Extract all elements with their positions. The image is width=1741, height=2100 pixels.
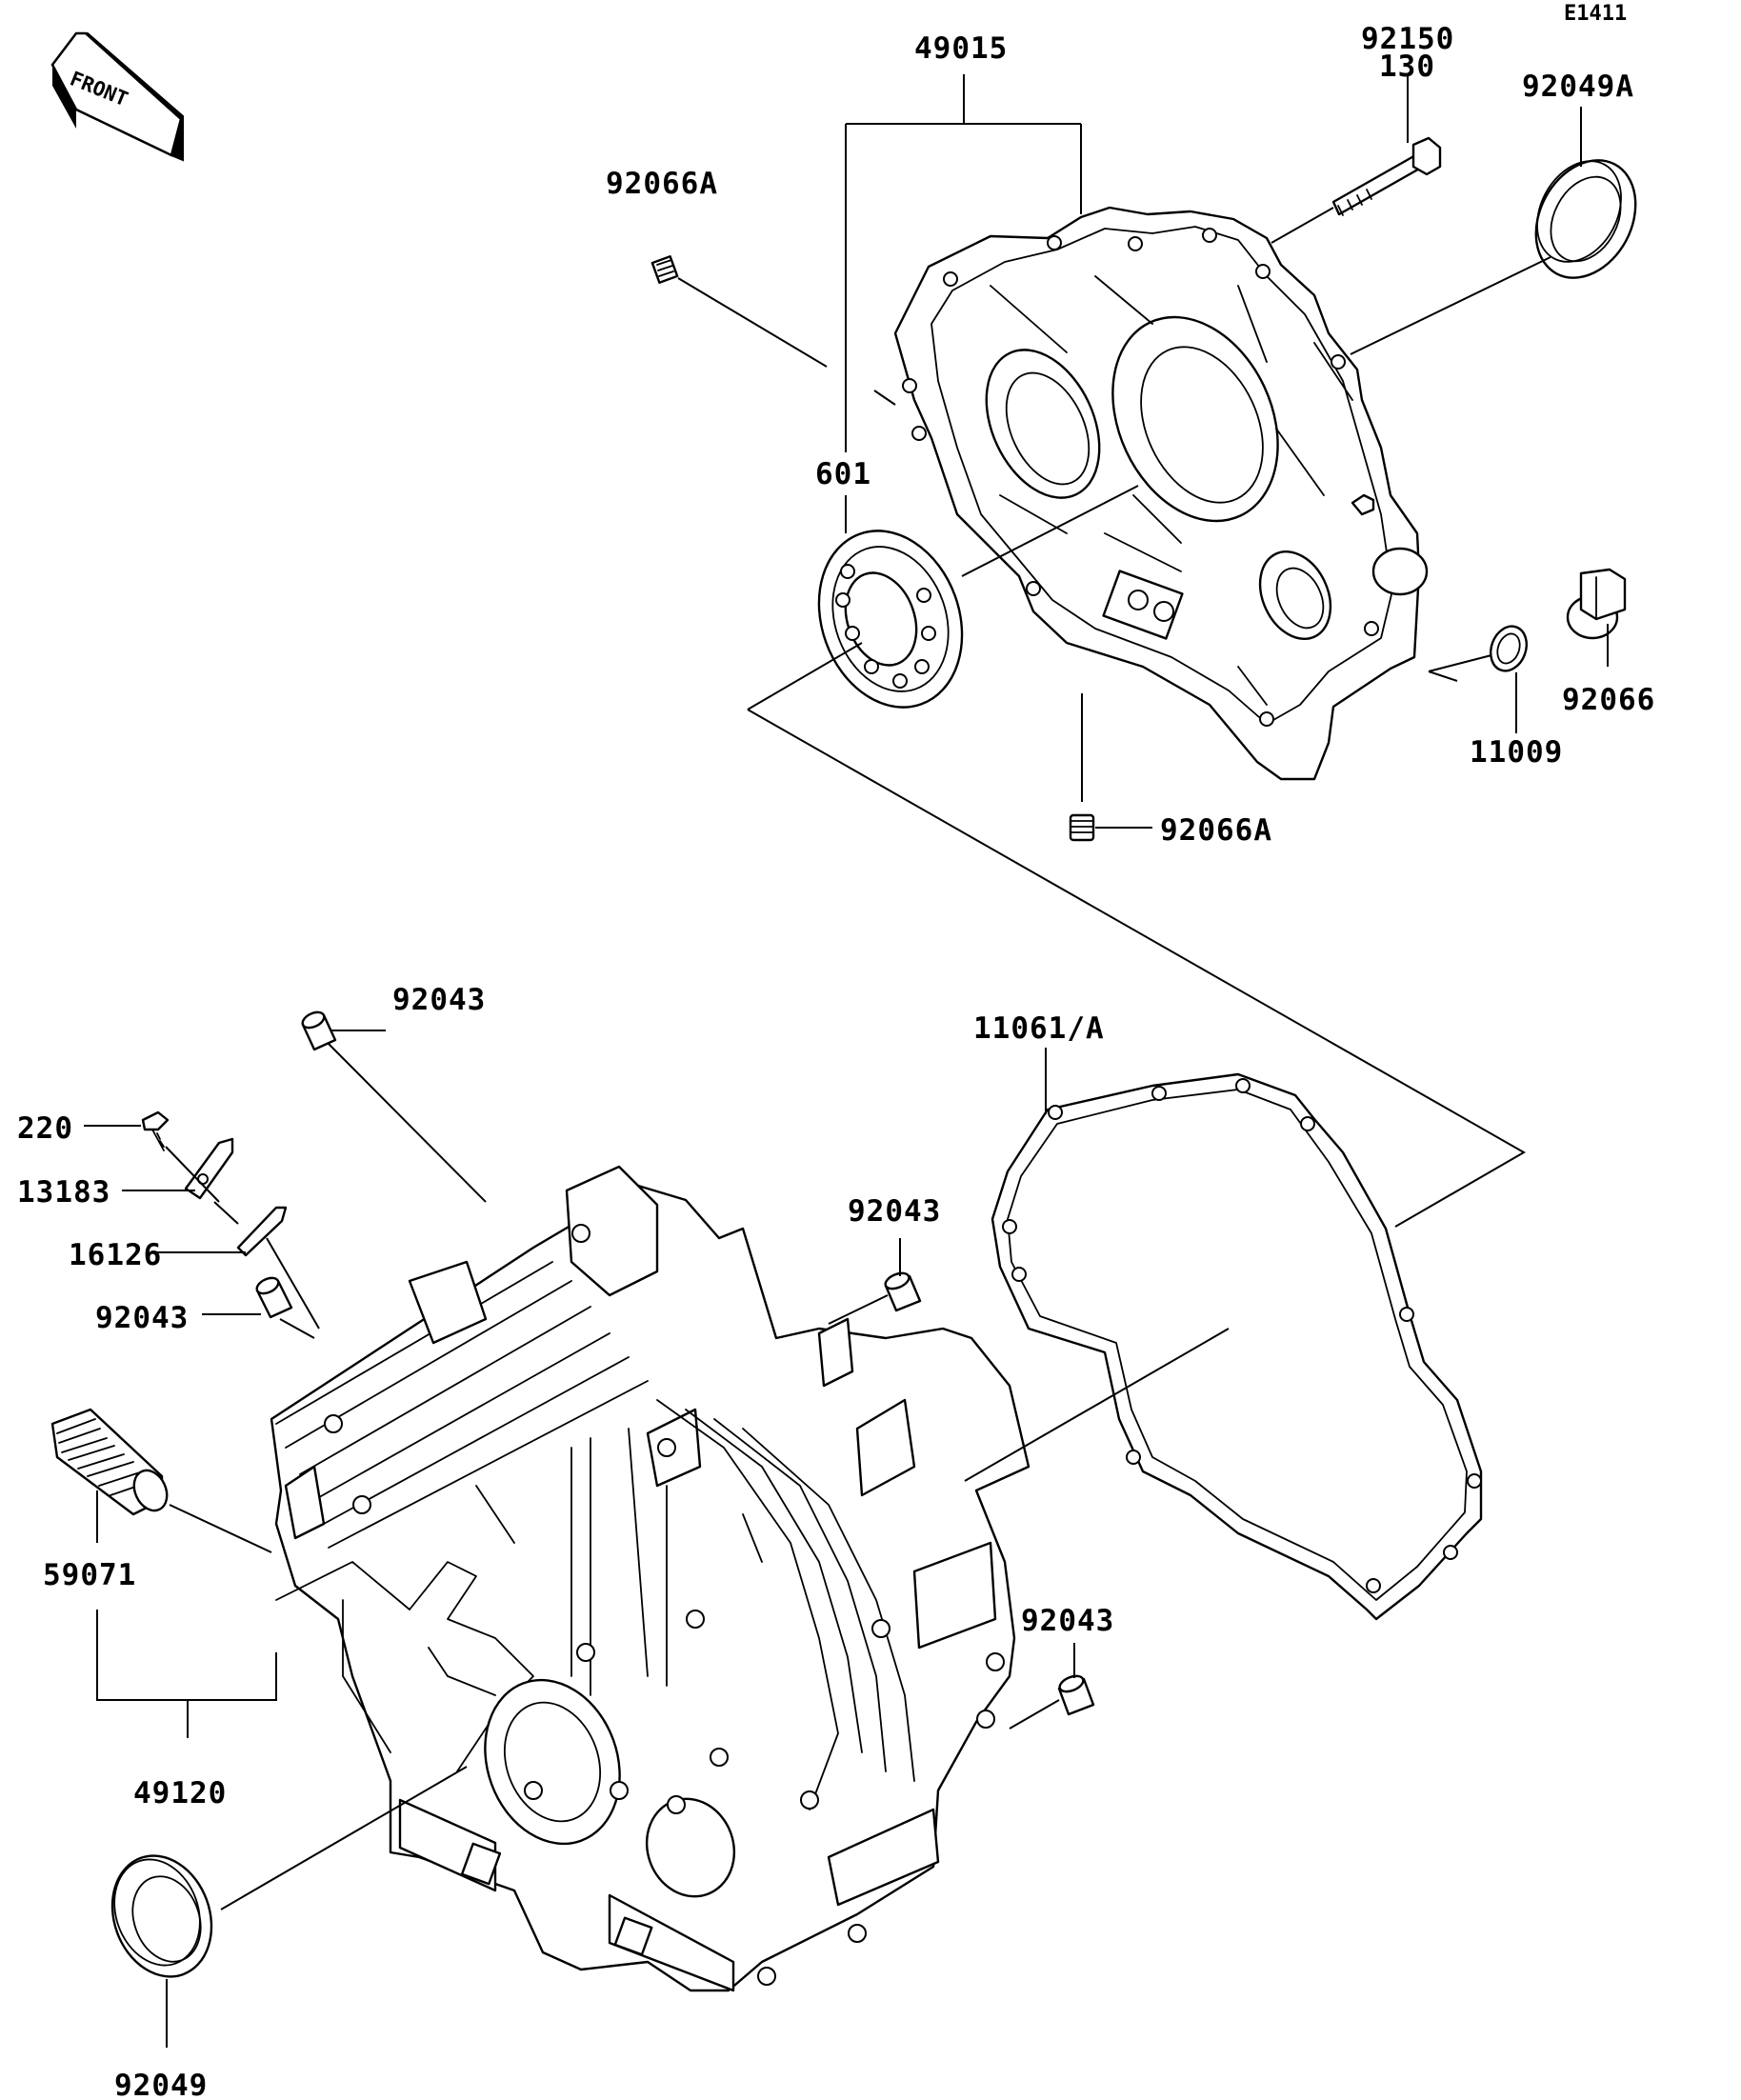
label-16126: 16126 [69, 1238, 162, 1272]
label-92043-mid: 92043 [848, 1194, 941, 1229]
dowel-pin-92043-mid [884, 1271, 922, 1312]
gasket-11009 [1489, 625, 1529, 672]
label-92066A-bottom: 92066A [1160, 813, 1272, 848]
part-16126 [236, 1206, 288, 1257]
bolt-92150 [1331, 136, 1442, 216]
label-92049A: 92049A [1522, 70, 1634, 104]
screw-220 [141, 1110, 170, 1151]
oil-seal-92049 [110, 1854, 213, 1978]
label-220: 220 [17, 1111, 73, 1146]
label-92066A-top: 92066A [606, 167, 718, 201]
drain-plug-92066 [1566, 568, 1627, 640]
diagram-code: E1411 [1564, 2, 1627, 26]
dowel-pin-92043-top [301, 1010, 337, 1051]
label-92043-top: 92043 [392, 983, 486, 1017]
label-49120: 49120 [133, 1776, 227, 1810]
spring-59071 [50, 1408, 169, 1516]
label-92066: 92066 [1562, 683, 1655, 717]
label-49015: 49015 [914, 31, 1008, 66]
crankcase-49120 [270, 1165, 1031, 1992]
label-92043-left: 92043 [95, 1301, 189, 1335]
label-92043-right: 92043 [1021, 1604, 1114, 1638]
plug-92066A-top [650, 255, 679, 284]
label-92049: 92049 [114, 2069, 208, 2100]
leader-lines [84, 74, 1609, 2048]
dowel-pin-92043-left [255, 1276, 293, 1319]
part-labels: 49015 92150 130 92049A 92066A 601 92066 … [17, 22, 1655, 2100]
label-601: 601 [815, 457, 871, 491]
crankcase-cover [893, 206, 1429, 781]
plug-92066A-bottom [1069, 813, 1095, 842]
plate-13183 [184, 1137, 234, 1200]
front-direction-arrow: FRONT [50, 31, 184, 162]
label-92150: 92150 [1361, 22, 1454, 56]
label-130: 130 [1379, 50, 1435, 84]
label-11009: 11009 [1470, 735, 1563, 770]
label-59071: 59071 [43, 1558, 136, 1592]
label-13183: 13183 [17, 1175, 110, 1210]
gasket-11061A [991, 1072, 1483, 1621]
ball-bearing-601 [817, 530, 964, 709]
dowel-pin-92043-right [1057, 1674, 1095, 1716]
label-11061A: 11061/A [973, 1011, 1105, 1046]
oil-seal-92049A [1534, 159, 1637, 279]
